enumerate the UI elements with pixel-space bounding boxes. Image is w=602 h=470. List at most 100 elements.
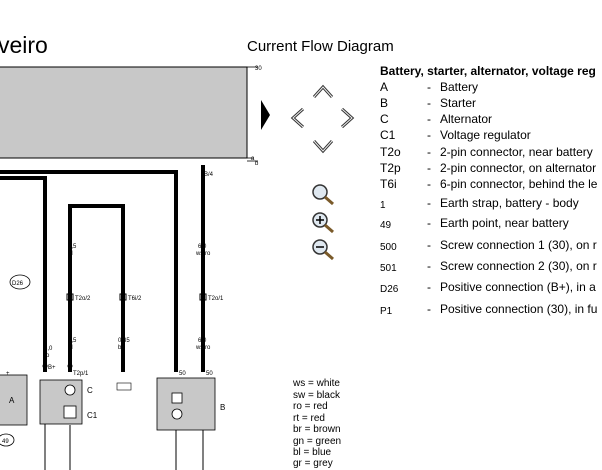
- nav-left-icon[interactable]: [289, 106, 307, 130]
- wire-b-terminal: [0, 170, 178, 372]
- legend-heading: Battery, starter, alternator, voltage re…: [380, 64, 596, 78]
- connector-t6i2: T6i/2: [128, 296, 142, 302]
- connector-t2o1: T2o/1: [208, 296, 224, 302]
- bus-panel: [0, 66, 248, 159]
- legend-desc: 6-pin connector, behind the le: [440, 177, 598, 191]
- terminal-50-2: 50: [206, 371, 213, 377]
- legend-code: T2o: [380, 145, 401, 159]
- legend-desc: Voltage regulator: [440, 128, 531, 142]
- nav-up-icon[interactable]: [311, 83, 335, 101]
- legend-code: B: [380, 96, 389, 110]
- connector-bplus: B+: [48, 365, 56, 371]
- legend-dash: -: [427, 216, 431, 230]
- wire-label-size: 6,0: [198, 338, 207, 344]
- legend-code: D26: [380, 284, 399, 295]
- legend-dash: -: [427, 238, 431, 252]
- legend-desc: Positive connection (B+), in a: [440, 280, 596, 294]
- legend-code: T2p: [380, 161, 401, 175]
- wire-label-size: 6,0: [44, 346, 53, 352]
- legend-dash: -: [427, 280, 431, 294]
- wire-label-color: bl: [118, 345, 123, 351]
- component-c-label: C: [87, 386, 93, 395]
- starter-relay-symbol: [171, 392, 183, 404]
- color-key-item: sw = black: [293, 390, 340, 401]
- legend-code: A: [380, 80, 389, 94]
- legend-dash: -: [427, 259, 431, 273]
- wire-label-size: 6,0: [198, 244, 207, 250]
- wire-label-size: 0,5: [68, 338, 77, 344]
- marker-49-label: 49: [2, 439, 9, 445]
- color-key-item: gr = grey: [293, 458, 333, 469]
- color-key-item: ro = red: [293, 401, 328, 412]
- wire-ro-battery: [0, 176, 47, 372]
- legend-code: P1: [380, 306, 393, 317]
- bus-label-a: a: [251, 156, 255, 162]
- wire-label-color: bl: [68, 345, 73, 351]
- legend-desc: Battery: [440, 80, 479, 94]
- legend-dash: -: [427, 128, 431, 142]
- wire-label-color: ws/ro: [195, 251, 211, 257]
- zoom-in-icon[interactable]: [310, 210, 336, 234]
- legend-code: 49: [380, 220, 392, 231]
- connector-t2p1: T2p/1: [73, 371, 89, 377]
- marker-plus: +: [6, 371, 10, 377]
- regulator-symbol: [63, 405, 77, 419]
- wire-label-size: B/4: [204, 172, 214, 178]
- terminal-50: 50: [179, 371, 186, 377]
- wire-label-size: 0,5: [68, 244, 77, 250]
- connector-marks: [42, 293, 207, 369]
- legend-desc: 2-pin connector, near battery: [440, 145, 593, 159]
- legend-dash: -: [427, 177, 431, 191]
- legend-code: 500: [380, 242, 397, 253]
- legend-dash: -: [427, 96, 431, 110]
- legend-dash: -: [427, 302, 431, 316]
- wire-bl-loop: [68, 204, 125, 372]
- component-b-label: B: [220, 403, 225, 412]
- connector-t2o2: T2o/2: [75, 296, 91, 302]
- bus-label-b: b: [255, 161, 259, 167]
- wire-label-size: 0,35: [118, 338, 130, 344]
- legend-code: C: [380, 112, 389, 126]
- panel-title: Current Flow Diagram: [247, 38, 394, 55]
- legend-desc: 2-pin connector, on alternator: [440, 161, 597, 175]
- wire-label-color: ro: [44, 353, 50, 359]
- zoom-out-icon[interactable]: [310, 237, 336, 261]
- legend-desc: Screw connection 1 (30), on r: [440, 238, 597, 252]
- legend-code: 501: [380, 263, 397, 274]
- marker-d26-label: D26: [12, 281, 24, 287]
- starter-motor-symbol: [171, 408, 183, 420]
- component-a-label: A: [9, 396, 15, 405]
- legend-desc: Screw connection 2 (30), on r: [440, 259, 597, 273]
- legend-dash: -: [427, 196, 431, 210]
- component-c1-label: C1: [87, 411, 98, 420]
- nav-right-icon[interactable]: [338, 106, 356, 130]
- legend-code: T6i: [380, 177, 397, 191]
- nav-down-icon[interactable]: [311, 137, 335, 155]
- marker-d26: [9, 274, 31, 290]
- component-starter: [156, 377, 216, 431]
- color-key-item: gn = green: [293, 436, 342, 447]
- zoom-icon[interactable]: [310, 182, 336, 206]
- page-title: veiro: [0, 32, 48, 58]
- legend-desc: Positive connection (30), in fu: [440, 302, 598, 316]
- legend-desc: Earth strap, battery - body: [440, 196, 579, 210]
- terminal-box: [116, 382, 132, 391]
- color-key-item: ws = white: [293, 378, 340, 389]
- legend-desc: Starter: [440, 96, 477, 110]
- legend-dash: -: [427, 161, 431, 175]
- wire-label-color: bl: [68, 251, 73, 257]
- color-key-item: bl = blue: [293, 447, 332, 458]
- color-key-item: br = brown: [293, 424, 341, 435]
- legend-code: C1: [380, 128, 396, 142]
- component-battery: [0, 374, 28, 426]
- legend-desc: Earth point, near battery: [440, 216, 569, 230]
- legend-desc: Alternator: [440, 112, 493, 126]
- wire-labels: 6,0 ro 0,5 bl 0,5 bl 0,35 bl 6,0 ws/ro 6…: [44, 172, 214, 359]
- alternator-symbol: [64, 384, 76, 396]
- legend-dash: -: [427, 145, 431, 159]
- bus-label-30: 30: [255, 66, 262, 72]
- wire-label-color: ws/ro: [195, 345, 211, 351]
- page-forward-icon[interactable]: [261, 100, 271, 130]
- legend-dash: -: [427, 112, 431, 126]
